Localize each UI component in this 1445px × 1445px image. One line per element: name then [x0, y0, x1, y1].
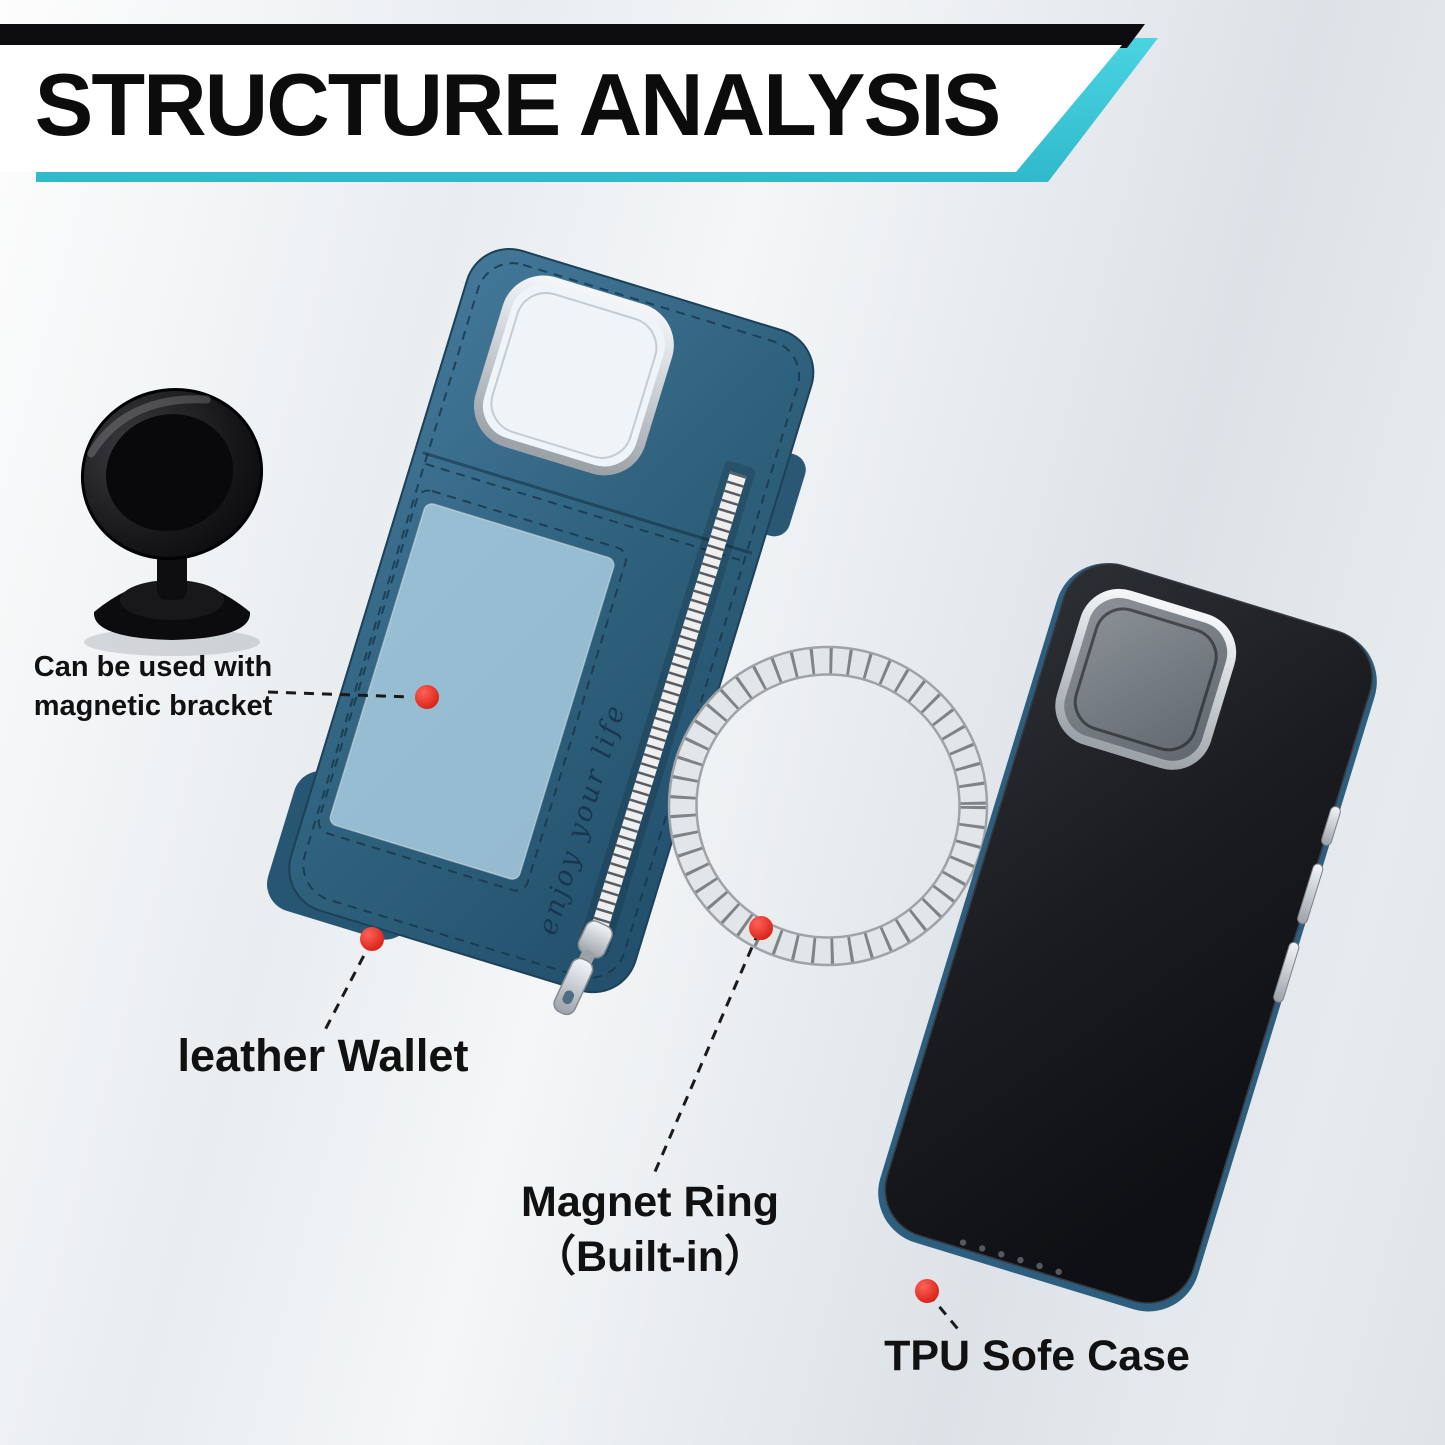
card-window-stitch	[317, 489, 627, 892]
bottom-port-dots	[959, 1239, 1062, 1276]
card-window	[329, 503, 615, 880]
banner-black-band	[0, 24, 1145, 48]
camera-cutout	[473, 275, 674, 476]
callout-dot-tpu	[915, 1279, 939, 1303]
ring-label-line1: Magnet Ring	[521, 1178, 779, 1226]
ring-label: Magnet Ring （Built-in）	[500, 1175, 800, 1285]
callout-line-bracket	[267, 690, 411, 699]
zipper-pull	[553, 920, 613, 1016]
banner-white-panel	[0, 45, 1122, 172]
zipper-teeth-base	[586, 471, 747, 945]
banner-title: STRUCTURE ANALYSIS	[34, 55, 1002, 154]
wallet-seam-stitch	[425, 462, 744, 562]
callout-dot-bracket	[415, 685, 439, 709]
wallet-seam	[422, 451, 753, 555]
bracket-label-line1: Can be used with	[33, 651, 273, 683]
side-buttons	[1273, 806, 1341, 1003]
camera-cutout-inner-ring	[490, 292, 658, 459]
tpu-camera-cutout-inner	[1073, 607, 1218, 752]
magnetic-mount-image	[80, 388, 264, 656]
callout-dot-ring	[749, 916, 773, 940]
tpu-camera-cutout	[1055, 588, 1237, 770]
bracket-label-line2: magnetic bracket	[33, 690, 273, 722]
wallet-label: leather Wallet	[177, 1030, 469, 1081]
tpu-label: TPU Sofe Case	[884, 1332, 1190, 1380]
callout-line-wallet	[323, 939, 374, 1031]
wallet-stitching	[302, 262, 801, 979]
mount-disc-highlight	[87, 395, 211, 458]
callout-dot-wallet	[360, 927, 384, 951]
ring-inner-edge	[695, 673, 961, 939]
ring-segments	[669, 647, 987, 965]
magnet-ring-image	[667, 645, 989, 967]
bracket-label: Can be used with magnetic bracket	[28, 648, 278, 726]
tpu-case-image	[878, 563, 1377, 1312]
ring-outer-edge	[667, 645, 989, 967]
leather-wallet-case-image: enjoy your life	[267, 247, 815, 1016]
banner	[0, 24, 1158, 182]
callout-line-ring	[652, 930, 761, 1175]
ring-label-line2: （Built-in）	[532, 1233, 768, 1281]
mount-disc-face	[105, 414, 234, 532]
